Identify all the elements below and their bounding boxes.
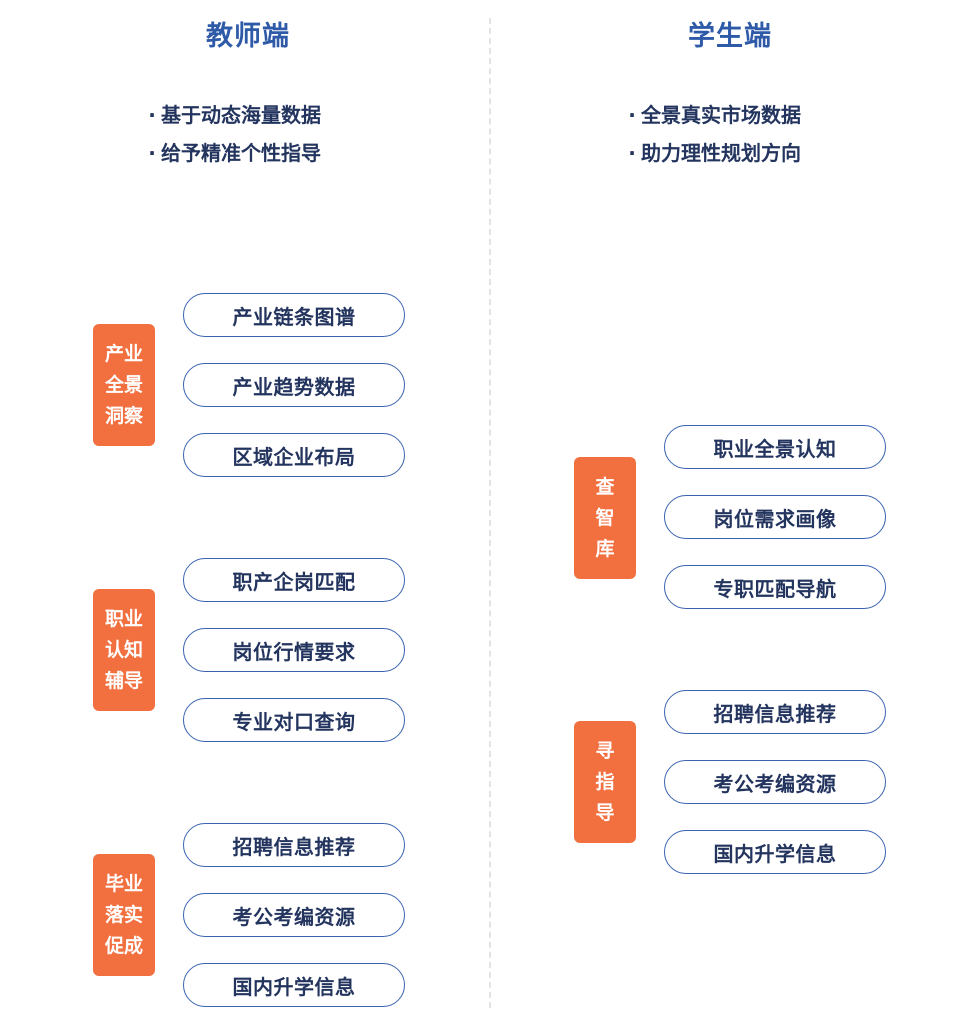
- column-divider: [489, 18, 491, 1008]
- tag-line: 辅导: [104, 669, 143, 692]
- pill-regional-enterprise-layout[interactable]: 区域企业布局: [183, 433, 405, 477]
- student-group-tag-guidance: 寻 指 导: [574, 721, 636, 843]
- pill-position-demand-profile[interactable]: 岗位需求画像: [664, 495, 886, 539]
- bullet-text: 基于动态海量数据: [161, 103, 321, 127]
- pill-position-requirements[interactable]: 岗位行情要求: [183, 628, 405, 672]
- bullet-text: 助力理性规划方向: [641, 141, 801, 165]
- tag-line: 洞察: [104, 404, 143, 427]
- student-bullet: ·助力理性规划方向: [625, 134, 801, 172]
- tag-line: 全景: [104, 373, 143, 396]
- tag-line: 查: [595, 475, 615, 498]
- teacher-bullets: ·基于动态海量数据 ·给予精准个性指导: [145, 96, 321, 172]
- pill-industry-chain-map[interactable]: 产业链条图谱: [183, 293, 405, 337]
- bullet-text: 给予精准个性指导: [161, 141, 321, 165]
- pill-industry-trend-data[interactable]: 产业趋势数据: [183, 363, 405, 407]
- student-title: 学生端: [688, 21, 772, 52]
- bullet-dot: ·: [628, 141, 636, 165]
- tag-line: 落实: [104, 903, 143, 926]
- pill-major-query[interactable]: 专业对口查询: [183, 698, 405, 742]
- teacher-group-tag-graduation: 毕业 落实 促成: [93, 854, 155, 976]
- tag-line: 产业: [104, 342, 143, 365]
- bullet-text: 全景真实市场数据: [641, 103, 801, 127]
- tag-line: 指: [595, 770, 615, 793]
- pill-recruitment-info[interactable]: 招聘信息推荐: [183, 823, 405, 867]
- pill-major-job-navigation[interactable]: 专职匹配导航: [664, 565, 886, 609]
- tag-line: 认知: [104, 638, 143, 661]
- bullet-dot: ·: [148, 103, 156, 127]
- pill-career-overview[interactable]: 职业全景认知: [664, 425, 886, 469]
- teacher-group-tag-industry: 产业 全景 洞察: [93, 324, 155, 446]
- pill-civil-service-resources[interactable]: 考公考编资源: [664, 760, 886, 804]
- pill-civil-service-resources[interactable]: 考公考编资源: [183, 893, 405, 937]
- student-bullets: ·全景真实市场数据 ·助力理性规划方向: [625, 96, 801, 172]
- tag-line: 导: [595, 801, 615, 824]
- pill-recruitment-info[interactable]: 招聘信息推荐: [664, 690, 886, 734]
- teacher-group-tag-career: 职业 认知 辅导: [93, 589, 155, 711]
- tag-line: 智: [595, 506, 615, 529]
- student-group-tag-lookup: 查 智 库: [574, 457, 636, 579]
- tag-line: 寻: [595, 739, 615, 762]
- bullet-dot: ·: [148, 141, 156, 165]
- pill-job-matching[interactable]: 职产企岗匹配: [183, 558, 405, 602]
- tag-line: 职业: [104, 607, 143, 630]
- teacher-bullet: ·给予精准个性指导: [145, 134, 321, 172]
- teacher-bullet: ·基于动态海量数据: [145, 96, 321, 134]
- student-bullet: ·全景真实市场数据: [625, 96, 801, 134]
- tag-line: 促成: [104, 934, 143, 957]
- bullet-dot: ·: [628, 103, 636, 127]
- pill-further-study-info[interactable]: 国内升学信息: [183, 963, 405, 1007]
- pill-further-study-info[interactable]: 国内升学信息: [664, 830, 886, 874]
- teacher-title: 教师端: [206, 21, 290, 52]
- tag-line: 库: [595, 537, 615, 560]
- tag-line: 毕业: [104, 872, 143, 895]
